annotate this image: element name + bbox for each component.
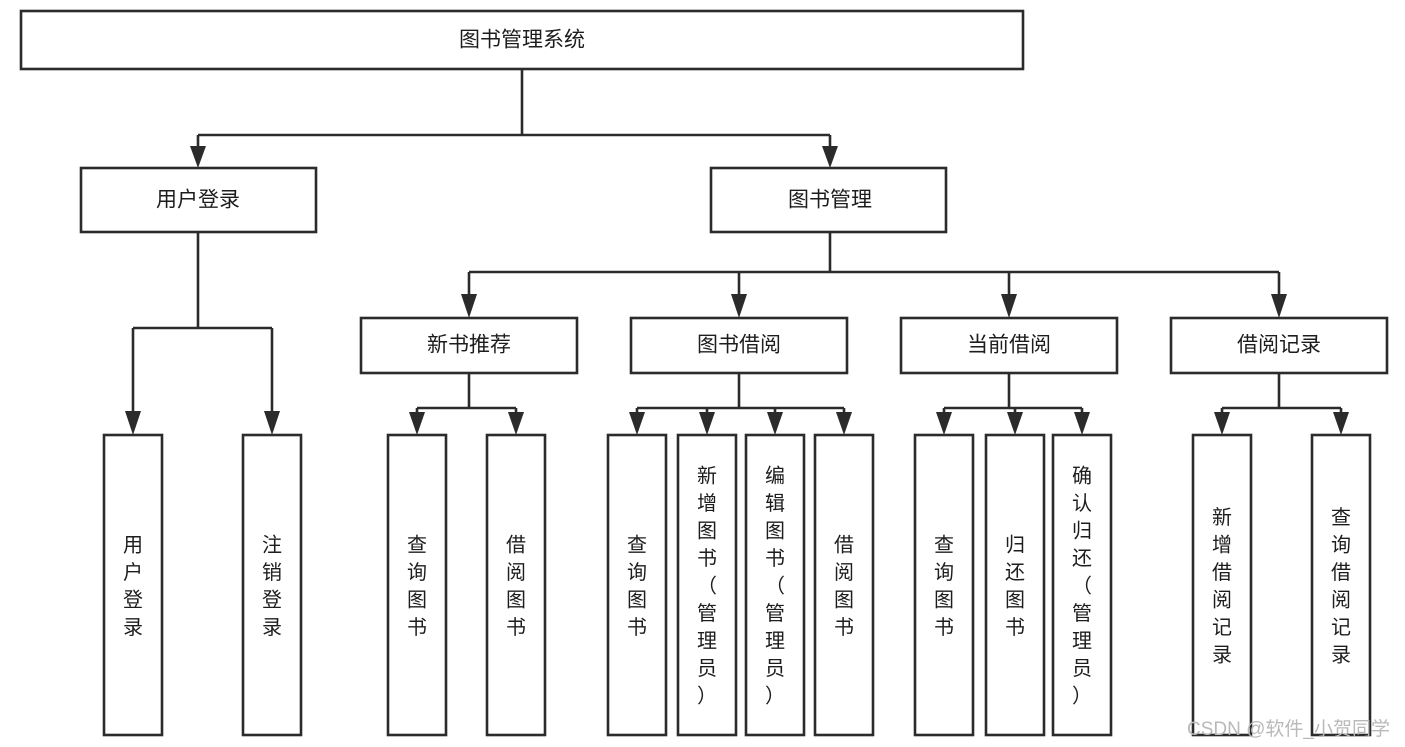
node-book-borrow-box[interactable]	[629, 316, 849, 375]
node-new-book-recommend-box[interactable]	[359, 316, 579, 375]
arrow-head-user-login	[190, 146, 206, 168]
node-root-label: 图书管理系统	[459, 29, 585, 52]
arrow-head-leaf-user-login	[125, 411, 141, 435]
node-book-manage-label: 图书管理	[788, 189, 872, 212]
node-leaf-query-book-current-label: 查询图书	[934, 533, 954, 639]
node-leaf-user-login-box[interactable]	[102, 433, 164, 737]
node-user-login[interactable]: 用户登录	[79, 166, 318, 234]
node-leaf-add-borrow-record-box[interactable]	[1191, 433, 1253, 737]
node-leaf-edit-book-admin-box[interactable]	[744, 433, 806, 737]
connector-layer	[125, 69, 1349, 435]
node-leaf-confirm-return-admin[interactable]: 确认归还（管理员）	[1051, 433, 1113, 737]
node-new-book-recommend[interactable]: 新书推荐	[359, 316, 579, 375]
node-leaf-return-book-label: 归还图书	[1005, 533, 1025, 639]
node-leaf-add-borrow-record-label: 新增借阅记录	[1212, 506, 1232, 667]
node-leaf-query-book-current[interactable]: 查询图书	[913, 433, 975, 737]
arrow-head-leaf-add-book-admin	[699, 412, 715, 435]
arrow-head-book-borrow	[731, 294, 747, 318]
node-borrow-record-label: 借阅记录	[1237, 334, 1321, 357]
node-leaf-user-login-label: 用户登录	[123, 534, 143, 639]
node-book-borrow[interactable]: 图书借阅	[629, 316, 849, 375]
arrow-head-leaf-add-borrow-record	[1214, 412, 1230, 435]
node-leaf-edit-book-admin[interactable]: 编辑图书（管理员）	[744, 433, 806, 737]
node-leaf-confirm-return-admin-label: 确认归还（管理员）	[1072, 465, 1092, 708]
arrow-head-leaf-logout	[264, 411, 280, 435]
node-leaf-query-book-rec-box[interactable]	[386, 433, 448, 737]
node-leaf-logout-box[interactable]	[241, 433, 303, 737]
arrow-head-current-borrow	[1001, 294, 1017, 318]
node-leaf-query-book-rec[interactable]: 查询图书	[386, 433, 448, 737]
node-borrow-record-box[interactable]	[1169, 316, 1389, 375]
arrow-head-leaf-borrow-book-rec	[508, 412, 524, 435]
node-book-borrow-label: 图书借阅	[697, 334, 781, 357]
arrow-head-leaf-query-book-rec	[409, 412, 425, 435]
node-current-borrow-label: 当前借阅	[967, 334, 1051, 357]
arrow-head-leaf-query-borrow-record	[1333, 412, 1349, 435]
node-leaf-return-book[interactable]: 归还图书	[984, 433, 1046, 737]
node-leaf-borrow-book[interactable]: 借阅图书	[813, 433, 875, 737]
node-current-borrow-box[interactable]	[899, 316, 1119, 375]
node-leaf-user-login[interactable]: 用户登录	[102, 433, 164, 737]
node-leaf-add-book-admin[interactable]: 新增图书（管理员）	[676, 433, 738, 737]
node-borrow-record[interactable]: 借阅记录	[1169, 316, 1389, 375]
node-leaf-borrow-book-rec[interactable]: 借阅图书	[485, 433, 547, 737]
arrow-head-leaf-query-book-borrow	[629, 412, 645, 435]
node-leaf-return-book-box[interactable]	[984, 433, 1046, 737]
node-leaf-borrow-book-label: 借阅图书	[834, 533, 854, 639]
node-leaf-query-borrow-record-label: 查询借阅记录	[1331, 506, 1351, 667]
node-leaf-query-book-rec-label: 查询图书	[407, 533, 427, 639]
arrow-head-new-book-recommend	[461, 294, 477, 318]
arrow-head-borrow-record	[1271, 294, 1287, 318]
csdn-watermark: CSDN @软件_小贺同学	[1187, 718, 1390, 740]
node-user-login-label: 用户登录	[156, 189, 240, 212]
node-leaf-query-book-borrow-box[interactable]	[606, 433, 668, 737]
node-leaf-query-book-borrow[interactable]: 查询图书	[606, 433, 668, 737]
node-leaf-logout-label: 注销登录	[262, 533, 282, 639]
node-root-box[interactable]	[19, 9, 1025, 71]
node-book-manage[interactable]: 图书管理	[709, 166, 948, 234]
arrow-head-leaf-confirm-return-admin	[1074, 412, 1090, 435]
node-leaf-borrow-book-rec-box[interactable]	[485, 433, 547, 737]
arrow-head-leaf-query-book-current	[936, 412, 952, 435]
node-leaf-add-book-admin-label: 新增图书（管理员）	[697, 465, 717, 708]
node-user-login-box[interactable]	[79, 166, 318, 234]
node-leaf-add-book-admin-box[interactable]	[676, 433, 738, 737]
arrow-head-book-manage	[822, 146, 838, 168]
node-root[interactable]: 图书管理系统	[19, 9, 1025, 71]
node-leaf-logout[interactable]: 注销登录	[241, 433, 303, 737]
node-new-book-recommend-label: 新书推荐	[427, 334, 511, 357]
node-book-manage-box[interactable]	[709, 166, 948, 234]
node-leaf-borrow-book-box[interactable]	[813, 433, 875, 737]
node-leaf-edit-book-admin-label: 编辑图书（管理员）	[765, 465, 785, 708]
node-leaf-add-borrow-record[interactable]: 新增借阅记录	[1191, 433, 1253, 737]
node-leaf-query-book-current-box[interactable]	[913, 433, 975, 737]
node-leaf-confirm-return-admin-box[interactable]	[1051, 433, 1113, 737]
arrow-head-leaf-edit-book-admin	[767, 412, 783, 435]
arrow-head-leaf-borrow-book	[836, 412, 852, 435]
node-leaf-query-borrow-record[interactable]: 查询借阅记录	[1310, 433, 1372, 737]
node-leaf-borrow-book-rec-label: 借阅图书	[506, 533, 526, 639]
node-current-borrow[interactable]: 当前借阅	[899, 316, 1119, 375]
node-leaf-query-book-borrow-label: 查询图书	[627, 533, 647, 639]
node-leaf-query-borrow-record-box[interactable]	[1310, 433, 1372, 737]
arrow-head-leaf-return-book	[1007, 412, 1023, 435]
